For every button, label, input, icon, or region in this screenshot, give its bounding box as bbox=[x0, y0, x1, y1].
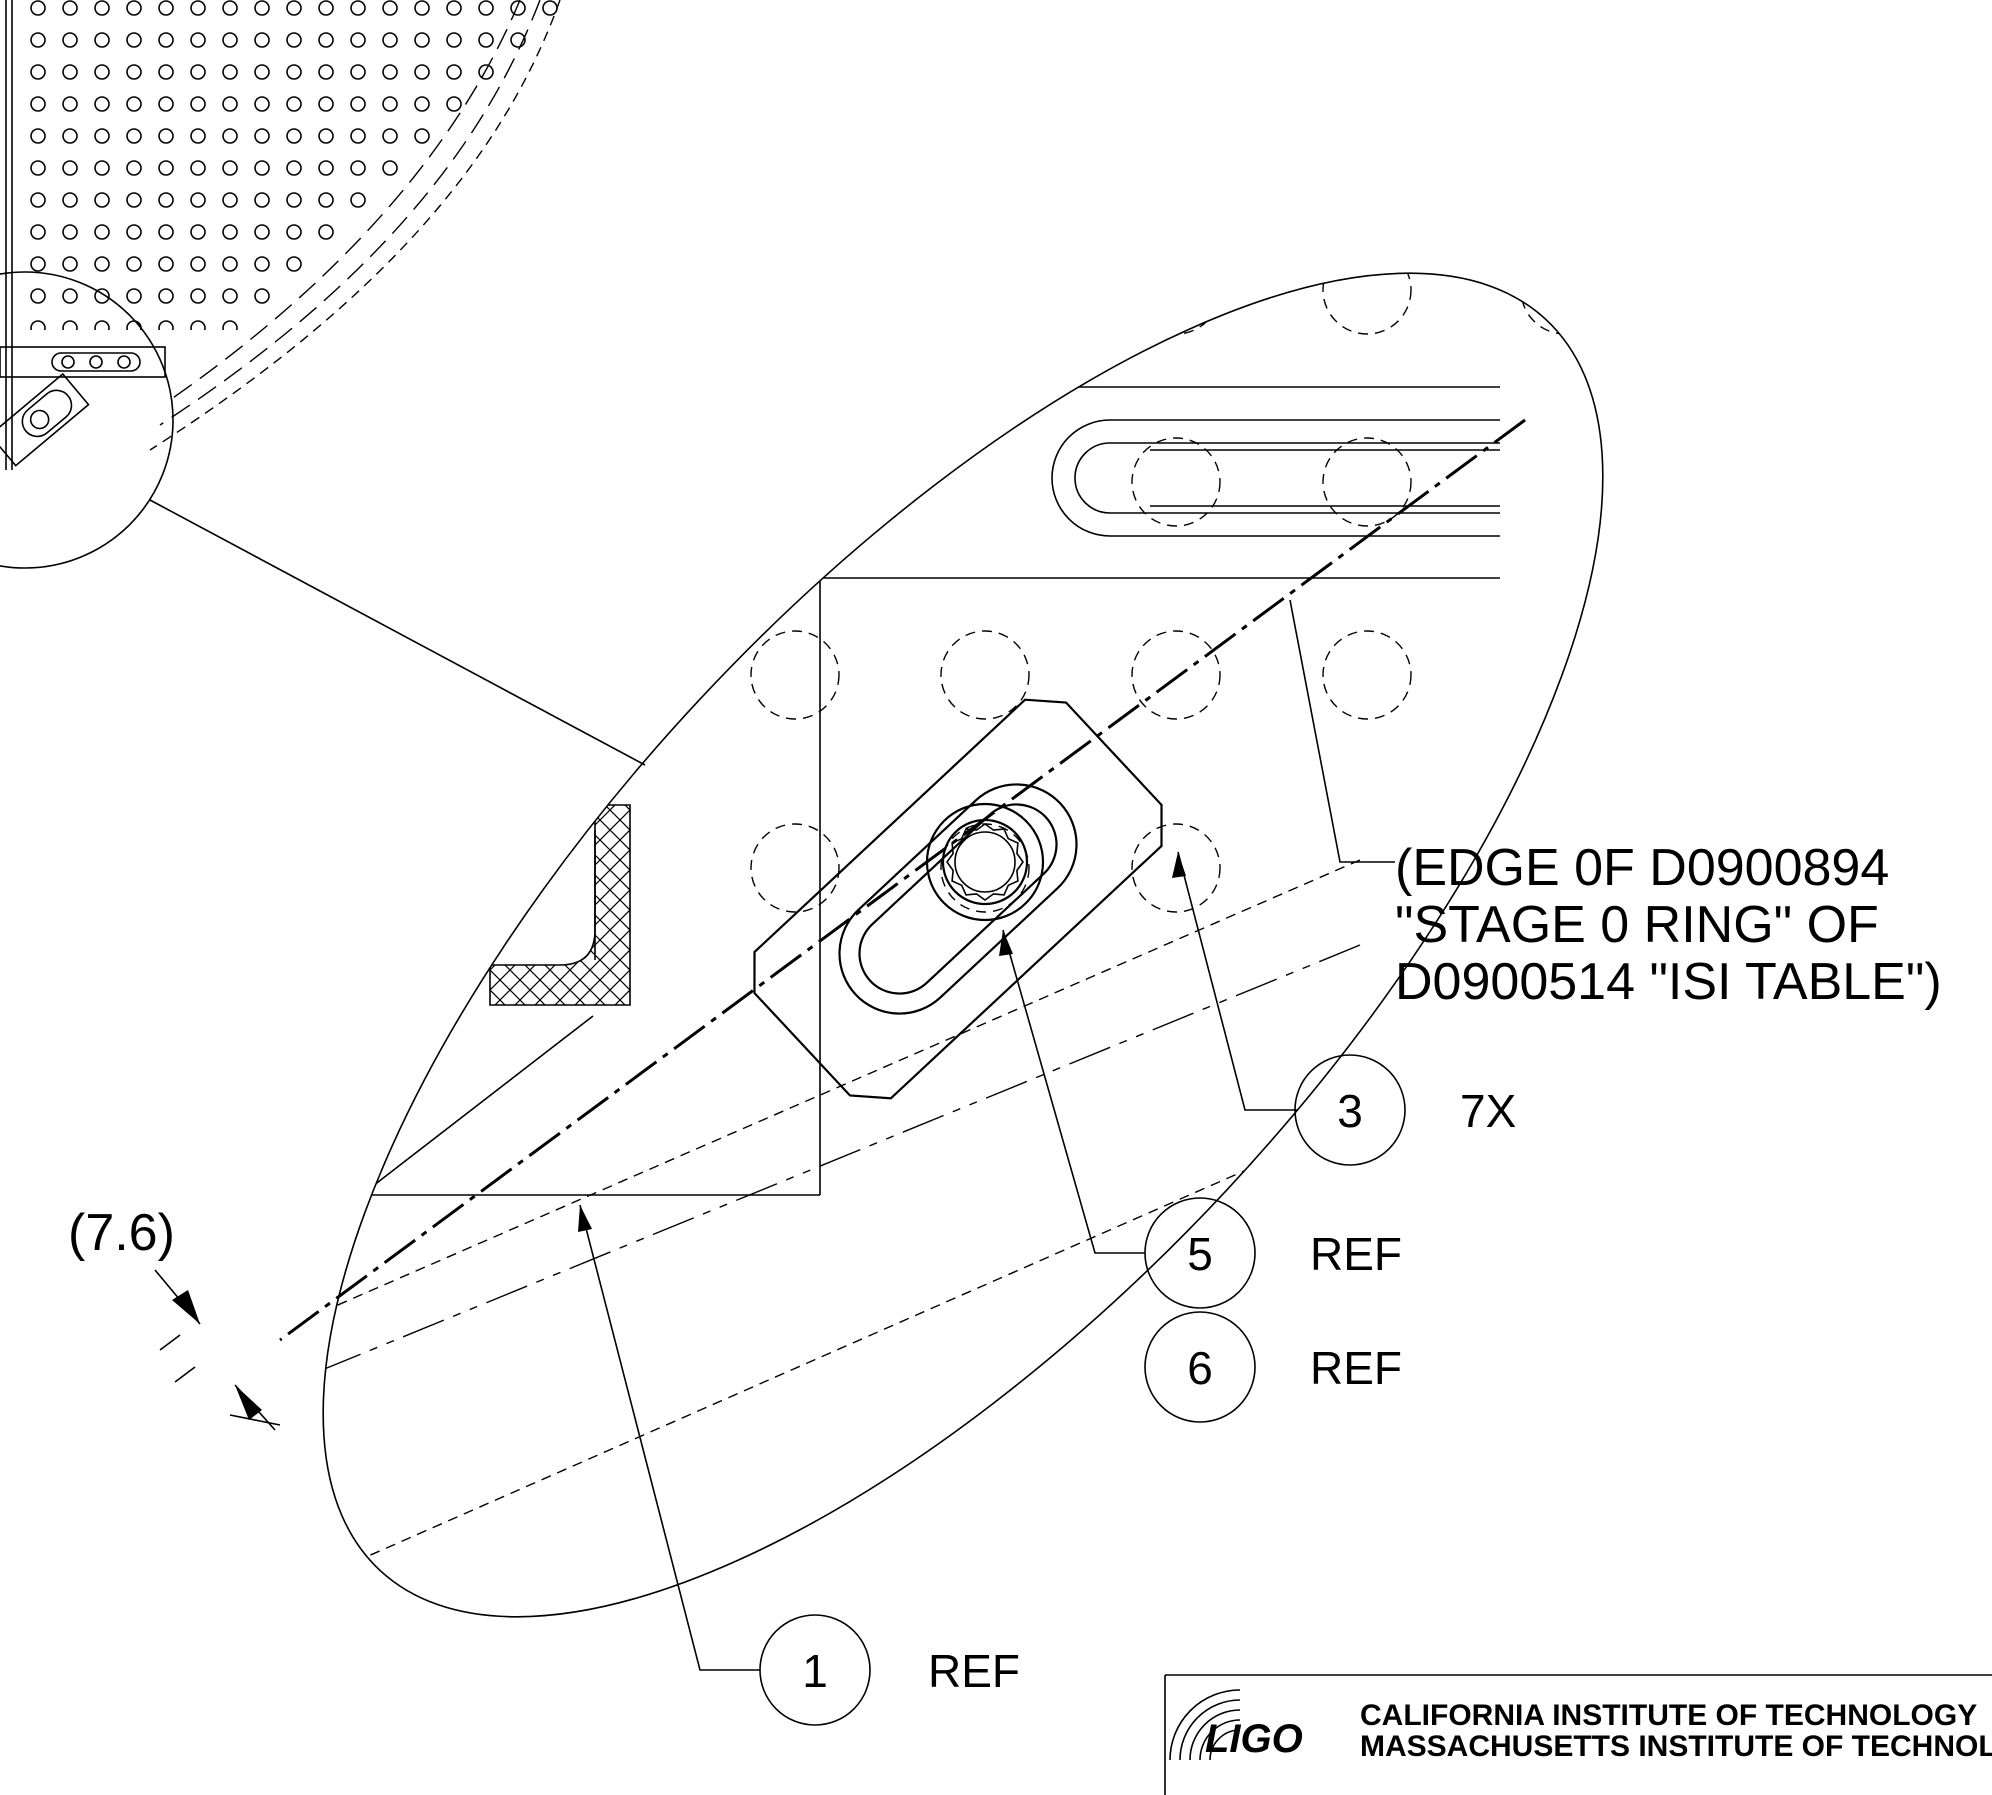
balloon-6-number: 6 bbox=[1187, 1342, 1213, 1394]
dimension-7-6: (7.6) bbox=[68, 1204, 281, 1431]
ligo-logo-text: LIGO bbox=[1205, 1717, 1303, 1761]
balloon-1-note: REF bbox=[928, 1645, 1020, 1697]
edge-note-line-1: (EDGE 0F D0900894 bbox=[1395, 839, 1889, 897]
institution-mit: MASSACHUSETTS INSTITUTE OF TECHNOLOGY bbox=[1360, 1730, 1992, 1763]
balloon-5: 5 REF bbox=[1144, 1197, 1402, 1309]
edge-note: (EDGE 0F D0900894 "STAGE 0 RING" OF D090… bbox=[1395, 839, 1942, 1011]
edge-note-line-2: "STAGE 0 RING" OF bbox=[1395, 896, 1879, 954]
clamp bbox=[753, 698, 1163, 1100]
balloon-3: 3 7X bbox=[1294, 1054, 1516, 1166]
cap-screw bbox=[925, 802, 1045, 922]
balloon-5-number: 5 bbox=[1187, 1228, 1213, 1280]
leader-lines bbox=[578, 599, 1395, 1671]
ring-centerline bbox=[279, 418, 1526, 1342]
balloon-6-note: REF bbox=[1310, 1342, 1402, 1394]
balloon-6: 6 REF bbox=[1144, 1311, 1402, 1423]
detail-circle bbox=[0, 271, 646, 766]
institution-caltech: CALIFORNIA INSTITUTE OF TECHNOLOGY bbox=[1360, 1699, 1977, 1732]
title-block: LIGO CALIFORNIA INSTITUTE OF TECHNOLOGY … bbox=[1164, 1674, 1992, 1795]
table-hole-pattern bbox=[5, 0, 561, 470]
balloon-5-note: REF bbox=[1310, 1228, 1402, 1280]
detail-ellipse bbox=[322, 272, 1604, 1618]
edge-note-line-3: D0900514 "ISI TABLE") bbox=[1395, 953, 1942, 1011]
dimension-label: (7.6) bbox=[68, 1204, 175, 1262]
balloon-3-note: 7X bbox=[1460, 1085, 1516, 1137]
ligo-logo: LIGO bbox=[1169, 1689, 1303, 1761]
balloon-1-number: 1 bbox=[802, 1645, 828, 1697]
balloon-3-number: 3 bbox=[1337, 1085, 1363, 1137]
balloon-1: 1 REF bbox=[759, 1614, 1020, 1726]
